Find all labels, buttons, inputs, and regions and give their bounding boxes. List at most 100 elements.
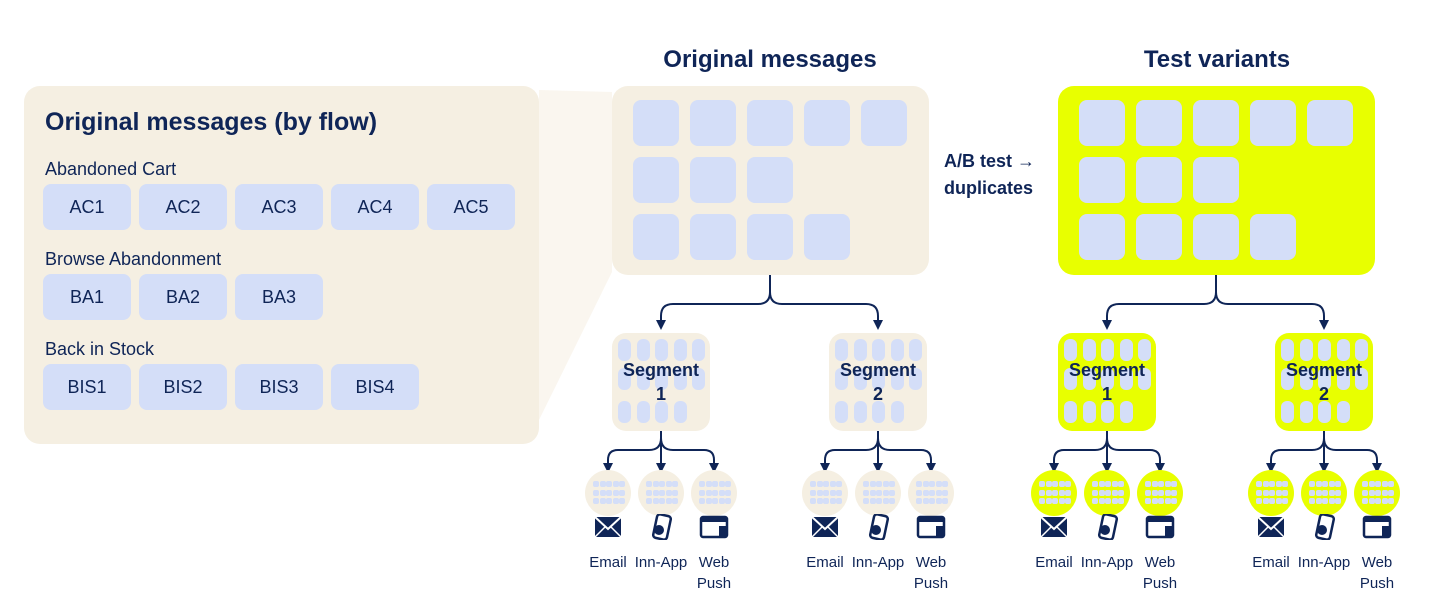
channel-message-dot <box>1158 481 1164 487</box>
segment-message-pill <box>1064 368 1077 390</box>
segment-message-pill <box>618 368 631 390</box>
segment-message-pill <box>1281 339 1294 361</box>
channel-message-dot <box>1322 489 1328 496</box>
channel-circle <box>855 470 901 516</box>
test-message-cell <box>1193 214 1239 260</box>
channel-message-dot <box>1171 481 1177 487</box>
channel-label: Inn-App <box>1080 554 1134 571</box>
zoom-callout-shape <box>539 90 612 420</box>
ab-test-label-line-1: A/B test → <box>944 151 1036 171</box>
channel-circle <box>638 470 684 516</box>
original-message-cell <box>690 100 736 146</box>
channel-message-dot <box>882 489 889 496</box>
channel-message-dot <box>1151 489 1158 496</box>
channel-message-dot <box>593 489 599 496</box>
channel-message-dot <box>1164 498 1171 504</box>
segment-message-pill <box>636 368 650 390</box>
segment-message-pill <box>1318 401 1331 423</box>
channel-message-dot <box>863 498 869 504</box>
channel-message-dot <box>1335 498 1341 504</box>
channel-message-dot <box>1381 481 1388 487</box>
segment-message-pill <box>1101 339 1114 361</box>
segment-message-pill <box>1082 368 1096 390</box>
channel-message-dot <box>1111 498 1118 504</box>
message-chip-ac4: AC4 <box>331 184 419 230</box>
segment-message-pill <box>1299 368 1313 390</box>
segment-message-pill <box>872 401 885 423</box>
original-message-cell <box>633 214 679 260</box>
original-message-cell <box>861 100 907 146</box>
segment-box-1: Segment 1 <box>1058 333 1156 431</box>
channel-message-dot <box>1269 489 1275 496</box>
channel-message-dot <box>1256 489 1262 496</box>
channel-message-dot <box>612 489 619 496</box>
channel-message-dot <box>1262 489 1269 496</box>
connector-line <box>877 437 936 473</box>
flow-label-abandoned-cart: Abandoned Cart <box>45 159 177 179</box>
mobile-phone-icon <box>868 514 890 540</box>
flows-panel-title: Original messages (by flow) <box>45 108 378 136</box>
channel-message-dot <box>1322 498 1328 504</box>
channel-message-dot <box>863 489 869 496</box>
connector-line <box>603 437 662 473</box>
flows-panel: Original messages (by flow) Abandoned Ca… <box>24 86 539 444</box>
segment-message-pill <box>890 339 904 361</box>
channel-message-dot <box>1368 489 1375 496</box>
segment-box-2: Segment 2 <box>829 333 927 431</box>
channel-message-dot <box>823 498 829 504</box>
channel-message-dot <box>665 489 672 496</box>
channel-message-dot <box>725 481 731 487</box>
channel-message-dot <box>829 489 836 496</box>
channel-message-dot <box>869 481 876 487</box>
channel-message-dot <box>916 489 922 496</box>
channel-message-dot <box>1309 489 1315 496</box>
segment-message-pill <box>1355 368 1368 390</box>
segment-message-pill <box>1299 339 1313 361</box>
channel-message-dot <box>1105 498 1111 504</box>
channel-circle <box>1084 470 1130 516</box>
mobile-phone-icon <box>1314 514 1336 540</box>
channel-message-dot <box>823 481 829 487</box>
channel-message-dot <box>929 498 935 504</box>
channel-message-dot <box>1058 498 1065 504</box>
channel-message-dot <box>1045 498 1052 504</box>
browser-window-icon <box>916 515 946 539</box>
flow-label-browse-abandonment: Browse Abandonment <box>45 249 222 269</box>
channel-message-dot <box>1158 498 1164 504</box>
channel-message-dot <box>816 481 823 487</box>
connector-line <box>656 275 771 330</box>
segment-message-pill <box>872 339 885 361</box>
channel-message-dot <box>1275 489 1282 496</box>
channel-circle <box>585 470 631 516</box>
segment-box-2: Segment 2 <box>1275 333 1373 431</box>
channel-label: Web Push <box>1359 554 1395 592</box>
connector-line <box>769 291 883 330</box>
envelope-icon <box>594 516 622 538</box>
channel-message-dot <box>1335 481 1341 487</box>
channel-message-dot <box>1375 481 1381 487</box>
channel-message-dot <box>1375 489 1381 496</box>
channel-message-dot <box>659 489 665 496</box>
channel-message-dot <box>718 498 725 504</box>
channel-message-dot <box>652 498 659 504</box>
segment-label: Segment 2 <box>1285 360 1363 404</box>
channel-message-dot <box>1145 498 1151 504</box>
original-message-cell <box>633 157 679 203</box>
channel-message-dot <box>1315 481 1322 487</box>
channel-message-dot <box>1158 489 1164 496</box>
channel-message-dot <box>922 498 929 504</box>
segment-label: Segment 1 <box>1068 360 1146 404</box>
segment-message-pill <box>1119 401 1133 423</box>
channel-message-dot <box>1039 498 1045 504</box>
segment-message-pill <box>655 401 668 423</box>
channel-message-dot <box>1282 498 1288 504</box>
channel-message-dot <box>1092 498 1098 504</box>
channel-message-dot <box>1145 481 1151 487</box>
channel-message-dot <box>836 489 842 496</box>
channel-message-dot <box>672 489 678 496</box>
segment-message-pill <box>872 368 885 390</box>
channel-message-dot <box>836 481 842 487</box>
channel-message-dot <box>1045 481 1052 487</box>
channel-circle <box>1031 470 1077 516</box>
